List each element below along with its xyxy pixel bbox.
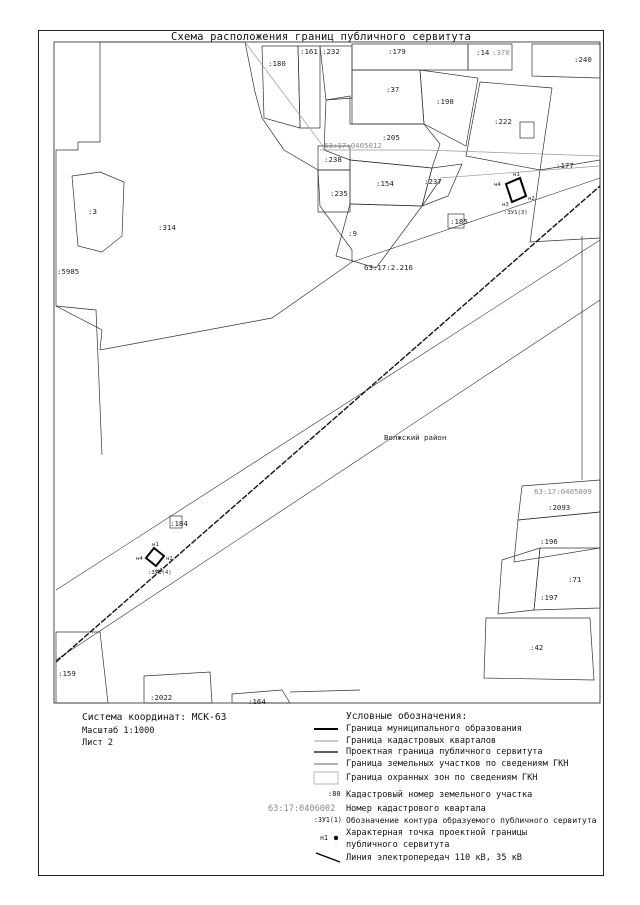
parcel-185 [447,213,465,229]
map-area-border [53,41,601,704]
label-240: :240 [574,55,592,64]
servitude-contour-4 [144,546,166,568]
parcel-314 [55,41,353,351]
label-154: :154 [376,179,394,188]
quarter-boundary-1 [320,149,601,157]
map-title: Схема расположения границ публичного сер… [171,31,471,43]
legend-sym-protect-zone [313,771,339,785]
legend-sym-powerline [315,852,341,863]
label-3: :3 [88,207,97,216]
label-161: :161 [300,47,318,56]
parcel-9 [335,179,441,269]
point-n4-4: н4 [136,556,143,562]
label-district: Волжский район [384,433,446,442]
label-184: :184 [170,519,188,528]
point-n4-3: н4 [494,182,501,188]
label-2093: :2093 [548,503,570,512]
label-237: :237 [424,177,442,186]
label-37: :37 [386,85,399,94]
point-n1-3: н1 [513,172,520,178]
quarter-boundary-2 [244,41,327,151]
parcel-left-strip [55,305,103,456]
point-n3-4: н3 [156,568,163,574]
parcel-240 [531,43,601,79]
legend-symbols [313,728,341,863]
parcel-222-building [519,121,535,139]
label-198: :198 [436,97,454,106]
parcel-2093 [517,479,601,521]
parcel-boundary-bottom [289,689,361,693]
label-232: :232 [322,47,340,56]
label-180: :180 [268,59,286,68]
label-238: :238 [324,155,342,164]
label-205: :205 [382,133,400,142]
point-n1-4: н1 [152,542,159,548]
label-quarter-5009: 63:17:0405009 [534,487,592,496]
label-quarter-5012: 63:17:0405012 [324,141,382,150]
parcel-164 [231,689,291,704]
parcel-159 [55,631,109,704]
corridor-edge-lower [55,299,601,661]
label-177: :177 [556,161,574,170]
label-zu1-3: :ЗУ1(3) [504,210,528,216]
parcel-235 [317,169,351,213]
parcel-3 [71,171,125,253]
parcel-179 [351,43,469,71]
parcel-237 [421,163,463,207]
point-n2-4: н2 [166,556,173,562]
label-370: :370 [492,48,510,57]
parcel-42 [483,617,595,681]
label-314: :314 [158,223,176,232]
label-196: :196 [540,537,558,546]
label-185: :185 [450,217,468,226]
power-line [55,185,601,663]
corridor-edge-upper [55,239,601,591]
label-159: :159 [58,669,76,678]
parcel-14 [467,43,513,71]
label-9: :9 [348,229,357,238]
quarter-boundary-3 [439,165,601,179]
corridor-edge-top [351,177,601,263]
map-sheet-frame [38,30,604,876]
parcel-177 [529,159,601,243]
parcel-2022 [143,671,213,704]
parcel-184 [169,515,183,529]
parcel-198 [419,69,479,147]
label-71: :71 [568,575,581,584]
label-2022: :2022 [150,693,172,702]
parcel-205 [323,95,441,169]
label-42: :42 [530,643,543,652]
legend-sym-point [333,835,339,841]
point-n3-3: н3 [502,202,509,208]
parcel-197 [497,547,541,615]
label-197: :197 [540,593,558,602]
label-164: :164 [248,697,266,706]
parcel-37 [351,69,425,125]
label-235: :235 [330,189,348,198]
parcel-161 [297,45,321,129]
label-222: :222 [494,117,512,126]
label-zu1-4: :ЗУ1(4) [148,570,172,576]
label-14: :14 [476,48,490,57]
label-5985: :5985 [57,267,79,276]
point-n2-3: н2 [528,196,535,202]
servitude-contour-3 [504,176,528,204]
parcel-222 [465,81,553,171]
label-quarter-216: 63:17:2.216 [364,263,413,272]
label-179: :179 [388,47,406,56]
